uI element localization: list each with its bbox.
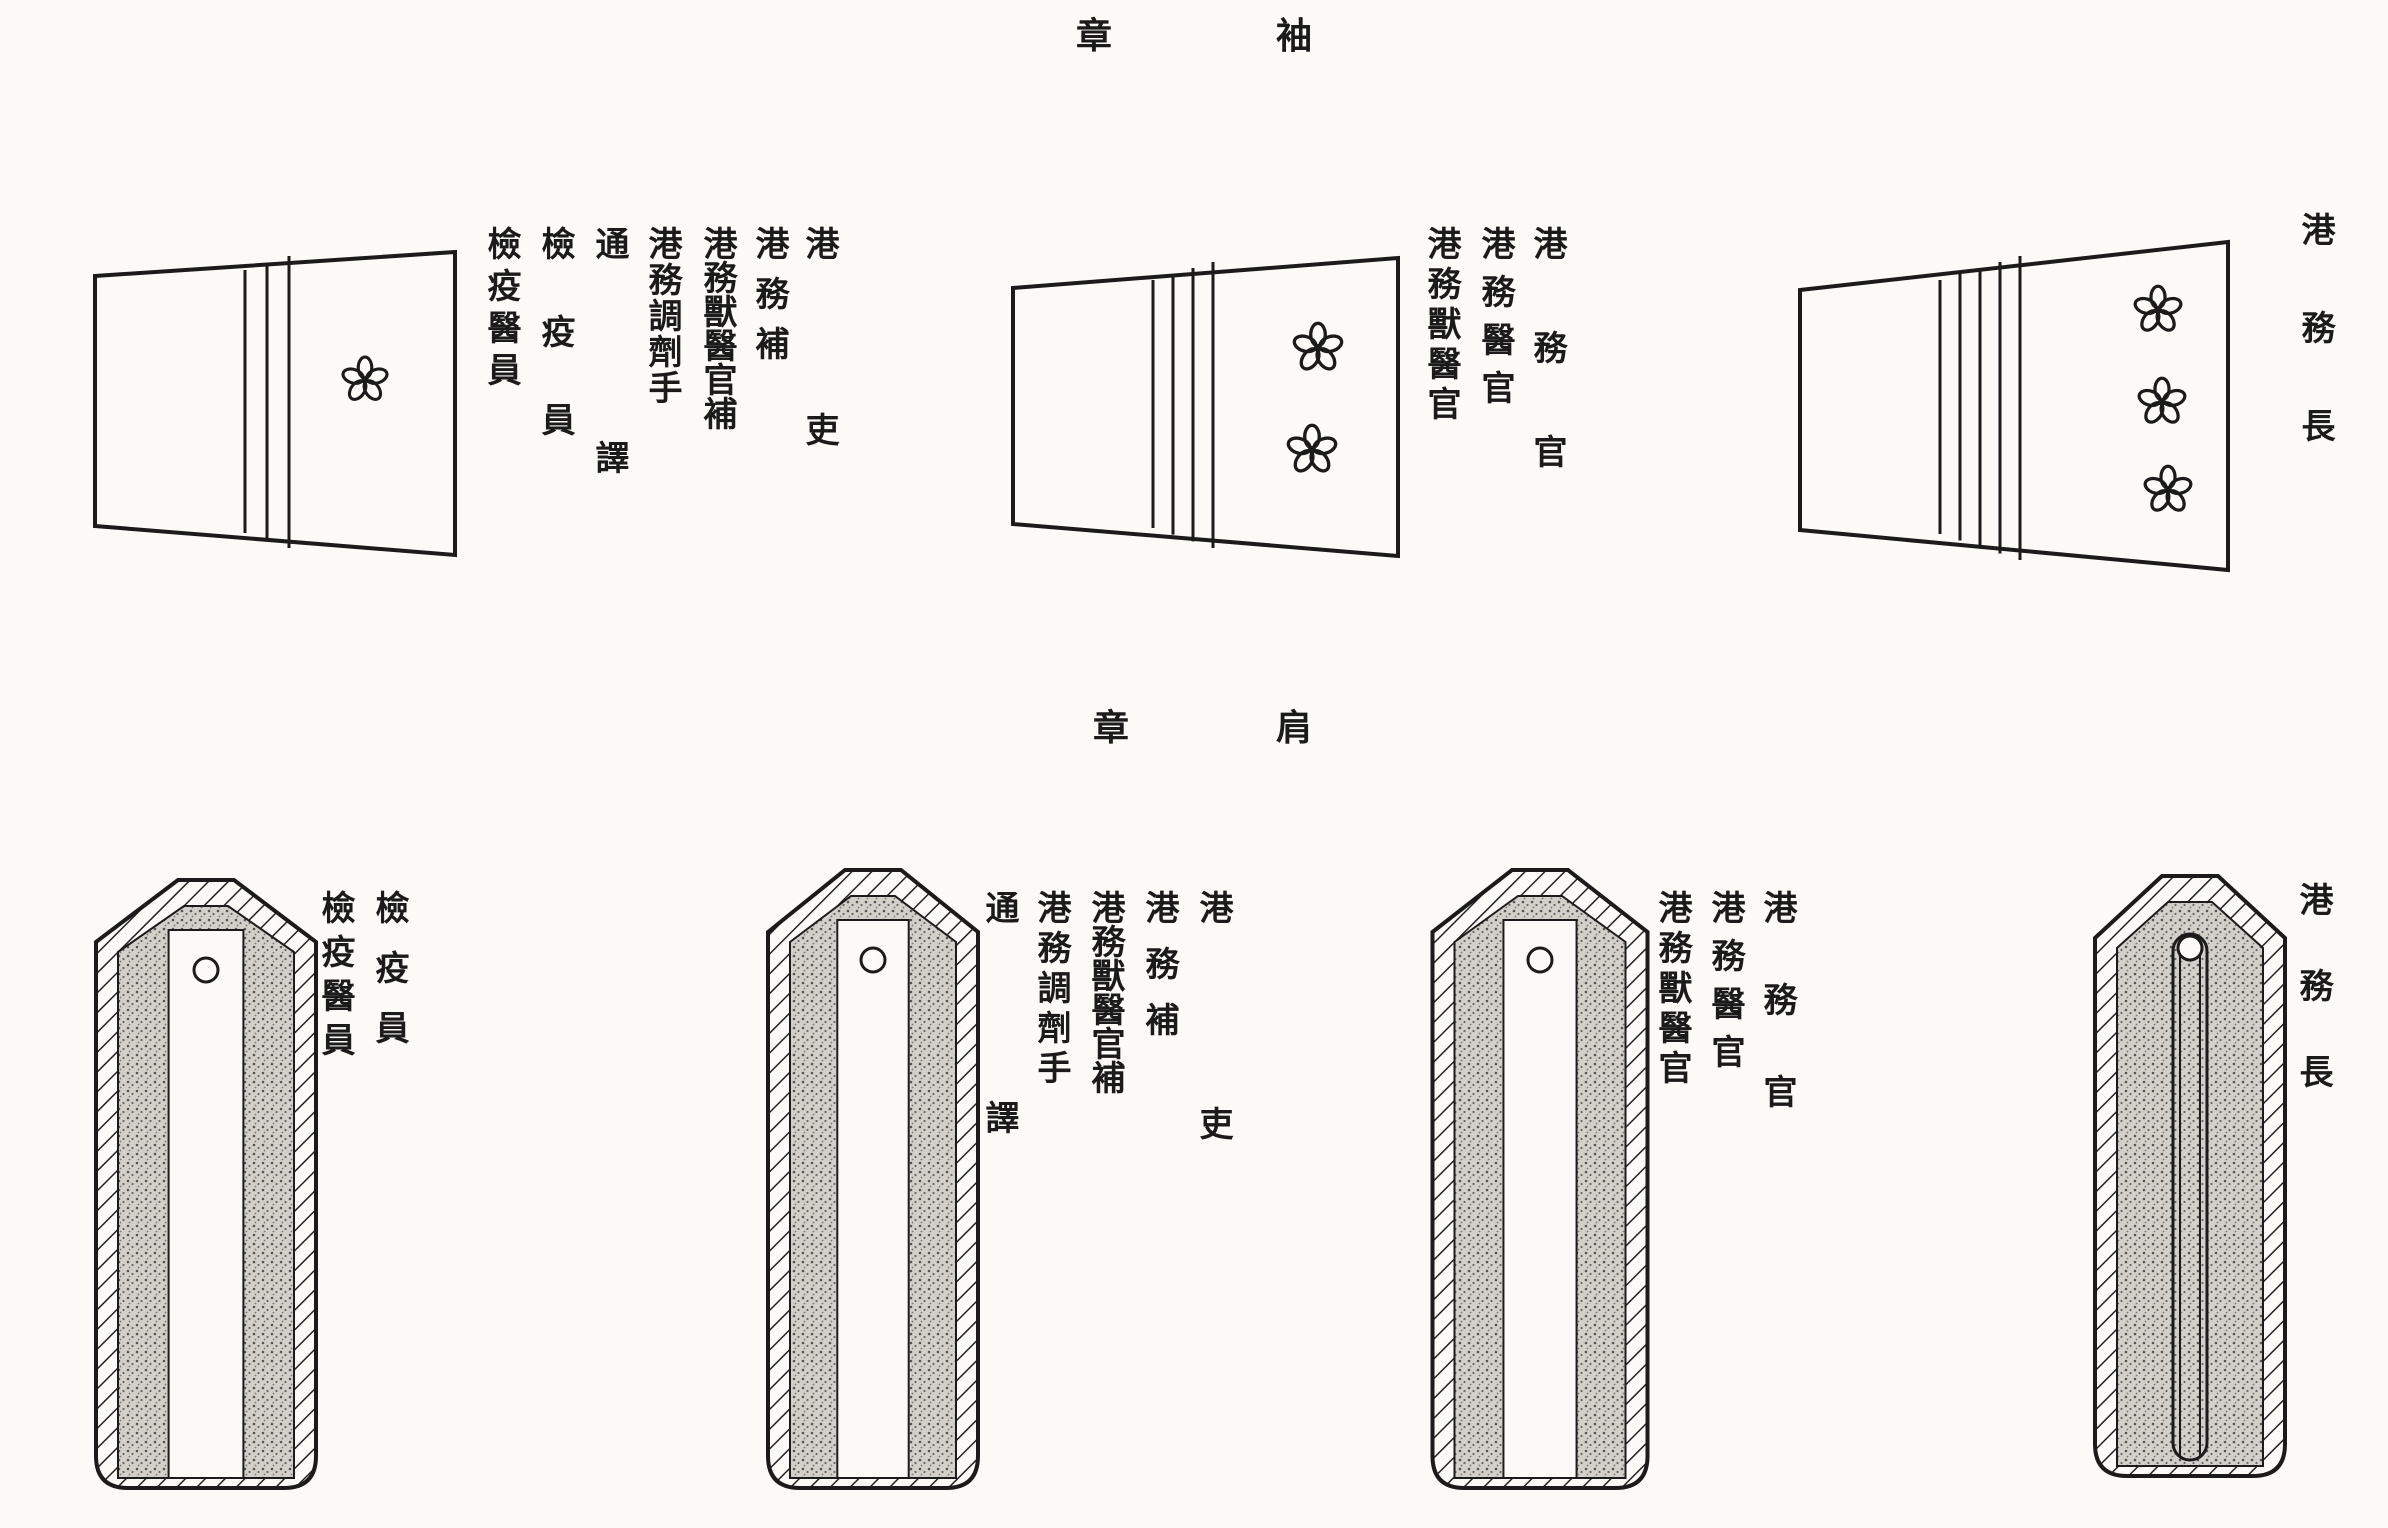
shoulder-1-label-1: 檢疫員 — [369, 890, 409, 1070]
shoulder-board-3 — [1430, 868, 1650, 1490]
shoulder-title-right: 肩 — [1276, 707, 1313, 749]
shoulder-title-left: 章 — [1093, 707, 1130, 749]
button-hole-icon — [2176, 934, 2204, 962]
sleeve-2-label-2: 港務醫官 — [1475, 226, 1515, 418]
sleeve-1-label-6: 檢疫員 — [535, 226, 575, 490]
shoulder-3-label-2: 港務醫官 — [1705, 890, 1745, 1082]
board-center-slot — [2171, 932, 2209, 1462]
board-center-strip — [167, 929, 245, 1479]
sleeve-title-left: 章 — [1076, 15, 1113, 57]
sleeve-insignia-2 — [1011, 255, 1400, 559]
shoulder-2-label-4: 港務調劑手 — [1031, 890, 1071, 1090]
button-hole-icon — [859, 946, 887, 974]
sleeve-1-label-2: 港務補 — [749, 226, 789, 376]
sleeve-1-label-3: 港務獸醫官補 — [697, 226, 737, 430]
sleeve-1-label-4: 港務調劑手 — [642, 226, 682, 406]
shoulder-3-label-1: 港務官 — [1757, 890, 1797, 1166]
sleeve-1-label-5: 通譯 — [589, 226, 629, 654]
shoulder-2-label-2: 港務補 — [1139, 890, 1179, 1058]
sleeve-insignia-3 — [1798, 239, 2230, 573]
button-hole-icon — [192, 956, 220, 984]
shoulder-1-label-2: 檢疫醫員 — [315, 890, 355, 1066]
board-center-strip — [1502, 919, 1578, 1479]
sleeve-2-label-3: 港務獸醫官 — [1421, 226, 1461, 426]
shoulder-2-label-1: 港吏 — [1193, 890, 1233, 1322]
sleeve-1-label-1: 港吏 — [799, 226, 839, 462]
shoulder-4-label-1: 港務長 — [2293, 882, 2333, 1140]
shoulder-board-4 — [2093, 874, 2287, 1478]
shoulder-board-1 — [94, 878, 318, 1490]
sleeve-title-right: 袖 — [1276, 15, 1313, 57]
sleeve-3-label-1: 港務長 — [2295, 212, 2335, 506]
board-center-strip — [836, 919, 910, 1479]
shoulder-2-label-5: 通譯 — [979, 890, 1019, 1310]
shoulder-2-label-3: 港務獸醫官補 — [1085, 890, 1125, 1094]
shoulder-board-2 — [766, 868, 980, 1490]
button-hole-icon — [1526, 946, 1554, 974]
sleeve-2-label-1: 港務官 — [1527, 226, 1567, 538]
sleeve-1-label-7: 檢疫醫員 — [481, 226, 521, 394]
shoulder-3-label-3: 港務獸醫官 — [1652, 890, 1692, 1090]
sleeve-insignia-1 — [93, 249, 457, 558]
